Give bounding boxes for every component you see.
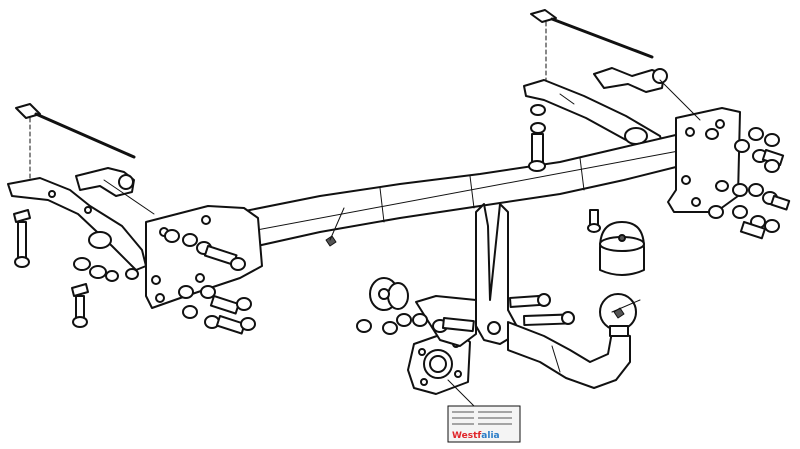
id-plate-brand-red: Westf [452, 431, 481, 441]
left-loose-bolts [13, 209, 139, 328]
right-bolt-cluster [705, 127, 791, 240]
id-plate-brand: Westfalia [452, 431, 500, 441]
left-bolt-cluster [164, 229, 256, 335]
center-tow-bracket [475, 203, 521, 345]
ball-cover-cap [599, 221, 645, 276]
left-clamp-nut [118, 174, 134, 190]
right-tie-rod [530, 9, 654, 81]
left-clamp-plate [75, 167, 135, 197]
center-bolts [356, 293, 575, 335]
rubber-bushing [369, 277, 409, 311]
id-plate-brand-blue: alia [481, 431, 499, 441]
right-clamp-nut [652, 68, 668, 84]
identification-plate: Westfalia [447, 405, 521, 443]
right-loose-bolts [528, 104, 601, 233]
right-side-plate [667, 107, 741, 213]
leader-lines [103, 79, 701, 409]
tow-ball [599, 293, 637, 337]
left-tie-rod [15, 103, 136, 179]
tow-ball-neck [507, 321, 631, 389]
